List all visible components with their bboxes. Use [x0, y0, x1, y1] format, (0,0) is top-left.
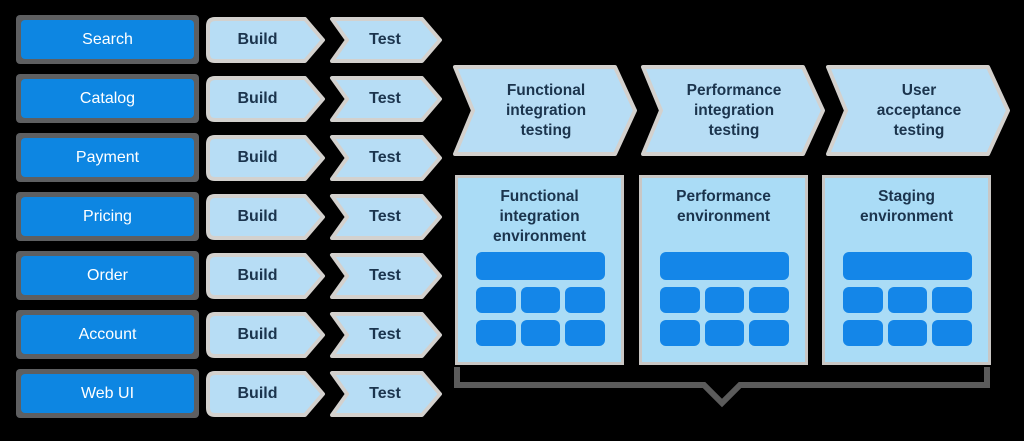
service-box-account: Account	[16, 310, 199, 359]
build-chevron: Build	[206, 135, 325, 181]
server-tile	[476, 287, 516, 313]
stage-chevron-performance-integration-testing: Performance integration testing	[640, 65, 826, 156]
build-chevron: Build	[206, 312, 325, 358]
service-label: Account	[21, 315, 194, 354]
build-label: Build	[237, 90, 278, 107]
server-tile	[565, 320, 606, 346]
test-label: Test	[369, 149, 401, 166]
server-bar	[660, 252, 789, 280]
server-tile	[749, 320, 790, 346]
test-label: Test	[369, 208, 401, 225]
service-box-order: Order	[16, 251, 199, 300]
env-title: Performance environment	[676, 188, 771, 225]
server-grid	[660, 252, 790, 346]
test-chevron: Test	[330, 312, 442, 358]
test-chevron: Test	[330, 76, 442, 122]
server-bar	[476, 252, 605, 280]
server-tile	[843, 320, 883, 346]
service-label: Order	[21, 256, 194, 295]
server-bar	[843, 252, 972, 280]
build-label: Build	[237, 326, 278, 343]
stage-chevron-user-acceptance-testing: User acceptance testing	[825, 65, 1011, 156]
service-box-payment: Payment	[16, 133, 199, 182]
build-chevron: Build	[206, 76, 325, 122]
service-label: Pricing	[21, 197, 194, 236]
test-chevron: Test	[330, 135, 442, 181]
server-tile	[932, 287, 973, 313]
stage-label: User acceptance testing	[876, 81, 962, 139]
build-label: Build	[237, 149, 278, 166]
env-title: Staging environment	[859, 188, 953, 225]
test-label: Test	[369, 385, 401, 402]
test-chevron: Test	[330, 253, 442, 299]
stage-chevron-functional-integration-testing: Functional integration testing	[452, 65, 638, 156]
server-tile	[843, 287, 883, 313]
server-tile	[887, 287, 928, 313]
build-label: Build	[237, 31, 278, 48]
service-box-catalog: Catalog	[16, 74, 199, 123]
test-chevron: Test	[330, 194, 442, 240]
env-title: Functional integration environment	[492, 188, 586, 245]
service-label: Payment	[21, 138, 194, 177]
test-chevron: Test	[330, 371, 442, 417]
server-tile	[704, 320, 745, 346]
build-label: Build	[237, 208, 278, 225]
build-label: Build	[237, 385, 278, 402]
test-label: Test	[369, 90, 401, 107]
service-label: Search	[21, 20, 194, 59]
service-box-web-ui: Web UI	[16, 369, 199, 418]
server-tile	[660, 320, 700, 346]
server-grid	[476, 252, 606, 346]
build-chevron: Build	[206, 253, 325, 299]
service-box-search: Search	[16, 15, 199, 64]
service-label: Catalog	[21, 79, 194, 118]
stage-label: Functional integration testing	[505, 81, 587, 139]
server-tile	[520, 287, 561, 313]
env-box-performance: Performance environment	[639, 175, 808, 365]
test-label: Test	[369, 326, 401, 343]
server-tile	[476, 320, 516, 346]
server-tile	[660, 287, 700, 313]
test-label: Test	[369, 267, 401, 284]
test-chevron: Test	[330, 17, 442, 63]
server-tile	[565, 287, 606, 313]
service-box-pricing: Pricing	[16, 192, 199, 241]
server-tile	[520, 320, 561, 346]
server-tile	[932, 320, 973, 346]
server-grid	[843, 252, 973, 346]
server-tile	[749, 287, 790, 313]
build-chevron: Build	[206, 194, 325, 240]
brace-icon	[454, 367, 990, 408]
service-label: Web UI	[21, 374, 194, 413]
build-chevron: Build	[206, 371, 325, 417]
env-box-staging: Staging environment	[822, 175, 991, 365]
env-box-functional-integration: Functional integration environment	[455, 175, 624, 365]
server-tile	[704, 287, 745, 313]
test-label: Test	[369, 31, 401, 48]
build-chevron: Build	[206, 17, 325, 63]
server-tile	[887, 320, 928, 346]
stage-label: Performance integration testing	[686, 81, 782, 139]
build-label: Build	[237, 267, 278, 284]
